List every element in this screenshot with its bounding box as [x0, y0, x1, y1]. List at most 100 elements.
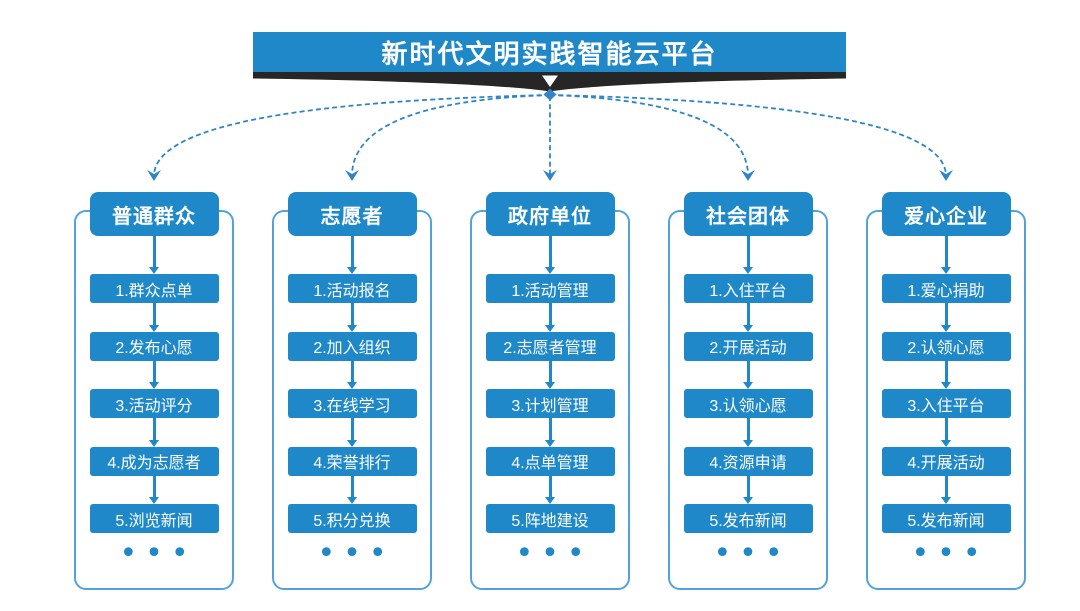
arrow-shaft: [152, 236, 156, 267]
arrow-head: [149, 497, 159, 504]
down-arrow-icon: [545, 475, 555, 504]
arrow-shaft: [746, 236, 750, 267]
down-arrow-icon: [347, 236, 357, 274]
arrow-shaft: [944, 236, 948, 267]
arrow-shaft: [944, 360, 948, 382]
step-box: 2.开展活动: [683, 331, 813, 361]
arrow-shaft: [548, 303, 552, 325]
hub-diamond-icon: [543, 88, 557, 101]
platform-title: 新时代文明实践智能云平台: [381, 38, 718, 69]
step-box: 1.活动管理: [485, 274, 615, 303]
arrow-head: [347, 439, 357, 447]
arrow-shaft: [548, 360, 552, 382]
column-header: 志愿者: [287, 192, 417, 236]
step-box: 4.资源申请: [683, 446, 813, 476]
role-column: 政府单位 1.活动管理 2.志愿者管理 3.计划管理 4.点单管理 5.阵地建设…: [470, 192, 630, 590]
arrow-head: [941, 267, 951, 274]
arrow-shaft: [746, 303, 750, 325]
arrow-shaft: [548, 418, 552, 440]
ellipsis-dots: •••: [515, 536, 593, 571]
dashed-connector-2: [351, 94, 551, 177]
down-arrow-icon: [941, 236, 951, 274]
step-box: 4.荣誉排行: [287, 446, 417, 476]
role-column: 社会团体 1.入住平台 2.开展活动 3.认领心愿 4.资源申请 5.发布新闻 …: [668, 192, 828, 590]
arrow-head: [545, 382, 555, 389]
step-box: 4.点单管理: [485, 446, 615, 476]
arrow-shaft: [350, 236, 354, 267]
step-box: 4.成为志愿者: [89, 446, 219, 476]
role-column: 志愿者 1.活动报名 2.加入组织 3.在线学习 4.荣誉排行 5.积分兑换 •…: [272, 192, 432, 590]
arrow-head: [545, 267, 555, 274]
step-box: 5.积分兑换: [287, 504, 417, 533]
down-arrow-icon: [545, 303, 555, 332]
arrow-shaft: [944, 475, 948, 497]
step-box: 5.阵地建设: [485, 504, 615, 533]
arrow-head: [347, 324, 357, 332]
column-header: 普通群众: [89, 192, 219, 236]
connector-arrowhead-icon: [543, 170, 557, 181]
down-arrow-icon: [149, 303, 159, 332]
step-box: 2.加入组织: [287, 331, 417, 361]
down-arrow-icon: [149, 475, 159, 504]
down-arrow-icon: [545, 360, 555, 389]
arrow-head: [149, 439, 159, 447]
arrow-head: [941, 497, 951, 504]
arrow-shaft: [746, 360, 750, 382]
arrow-shaft: [746, 418, 750, 440]
arrow-head: [347, 497, 357, 504]
down-arrow-icon: [149, 236, 159, 274]
step-box: 5.发布新闻: [881, 504, 1011, 533]
arrow-head: [743, 267, 753, 274]
down-arrow-icon: [743, 236, 753, 274]
arrow-shaft: [746, 475, 750, 497]
step-box: 2.认领心愿: [881, 331, 1011, 361]
down-arrow-icon: [941, 475, 951, 504]
step-box: 3.认领心愿: [683, 389, 813, 418]
arrow-head: [347, 267, 357, 274]
down-arrow-icon: [941, 360, 951, 389]
arrow-shaft: [548, 236, 552, 267]
down-arrow-icon: [941, 303, 951, 332]
down-arrow-icon: [347, 303, 357, 332]
columns-row: 普通群众 1.群众点单 2.发布心愿 3.活动评分 4.成为志愿者 5.浏览新闻…: [74, 192, 1026, 590]
arrow-head: [545, 324, 555, 332]
down-arrow-icon: [149, 360, 159, 389]
down-arrow-icon: [545, 236, 555, 274]
funnel-shape: [253, 72, 846, 92]
role-column: 普通群众 1.群众点单 2.发布心愿 3.活动评分 4.成为志愿者 5.浏览新闻…: [74, 192, 234, 590]
arrow-shaft: [350, 418, 354, 440]
column-header: 政府单位: [485, 192, 615, 236]
step-box: 2.发布心愿: [89, 331, 219, 361]
arrow-head: [743, 497, 753, 504]
step-box: 4.开展活动: [881, 446, 1011, 476]
down-arrow-icon: [347, 475, 357, 504]
arrow-shaft: [350, 303, 354, 325]
down-triangle-icon: [542, 75, 558, 87]
step-box: 2.志愿者管理: [485, 331, 615, 361]
down-arrow-icon: [743, 418, 753, 447]
step-box: 5.发布新闻: [683, 504, 813, 533]
arrow-head: [743, 324, 753, 332]
step-box: 1.活动报名: [287, 274, 417, 303]
dashed-connector-5: [549, 94, 947, 177]
connector-arrowhead-icon: [741, 170, 755, 181]
arrow-head: [743, 439, 753, 447]
down-arrow-icon: [743, 303, 753, 332]
arrow-shaft: [152, 360, 156, 382]
dashed-connector-1: [153, 94, 551, 177]
step-box: 1.爱心捐助: [881, 274, 1011, 303]
down-arrow-icon: [347, 360, 357, 389]
dashed-connector-4: [549, 94, 749, 177]
arrow-head: [941, 324, 951, 332]
step-box: 1.群众点单: [89, 274, 219, 303]
platform-title-banner: 新时代文明实践智能云平台: [253, 32, 846, 72]
step-box: 1.入住平台: [683, 274, 813, 303]
down-arrow-icon: [941, 418, 951, 447]
arrow-head: [545, 497, 555, 504]
connector-arrowhead-icon: [147, 170, 161, 181]
arrow-head: [149, 324, 159, 332]
down-arrow-icon: [743, 475, 753, 504]
ellipsis-dots: •••: [713, 536, 791, 571]
down-arrow-icon: [347, 418, 357, 447]
